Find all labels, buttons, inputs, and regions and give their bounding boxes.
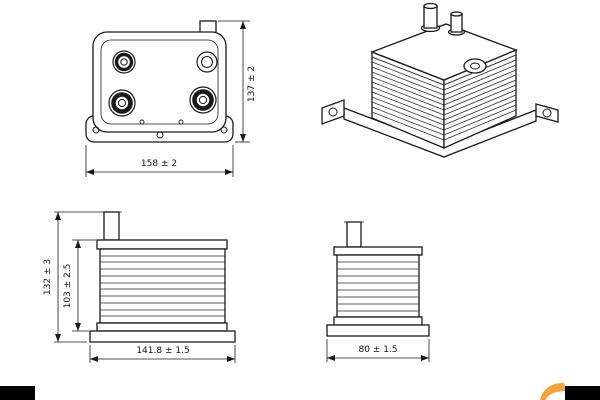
front-port-top-left xyxy=(112,50,136,74)
front-port-bottom-left xyxy=(108,89,136,117)
side-top-plate xyxy=(96,239,228,250)
front-port-bottom-right xyxy=(189,86,217,114)
side-base-flange xyxy=(89,330,236,343)
end-core xyxy=(336,254,420,318)
side-overall-height-label: 132 ± 3 xyxy=(43,259,53,295)
side-width-dim-label: 141.8 ± 1.5 xyxy=(136,346,189,356)
end-top-plate xyxy=(333,246,423,256)
side-core xyxy=(99,248,226,324)
watermark-corner xyxy=(0,382,600,400)
front-body-outline xyxy=(92,31,227,133)
iso-threaded-boss xyxy=(463,58,487,74)
brand-swoosh-icon xyxy=(540,382,566,400)
iso-mounting-ear-left xyxy=(321,99,345,125)
end-bottom-plate xyxy=(333,316,423,326)
side-bottom-plate xyxy=(96,322,228,332)
front-port-top-right xyxy=(196,51,218,73)
end-core-fins xyxy=(337,261,419,312)
end-pipe-stub xyxy=(346,221,362,248)
side-overall-height-dimension: 132 ± 3 xyxy=(43,211,101,343)
side-view: 132 ± 3 103 ± 2.5 141.8 ± 1.5 xyxy=(43,211,236,363)
front-inner-contour xyxy=(100,39,219,125)
end-view: 80 ± 1.5 xyxy=(326,221,430,362)
watermark-bar-right xyxy=(565,386,600,400)
side-core-height-label: 103 ± 2.5 xyxy=(63,264,73,309)
iso-fins-left xyxy=(371,56,445,141)
side-pipe-stub xyxy=(103,211,120,241)
front-height-dimension: 137 ± 2 xyxy=(218,20,257,143)
iso-mounting-ear-right xyxy=(535,103,559,123)
end-width-dim-label: 80 ± 1.5 xyxy=(358,345,397,355)
front-width-dim-label: 158 ± 2 xyxy=(141,159,177,169)
side-core-height-dimension: 103 ± 2.5 xyxy=(63,239,96,332)
watermark-bar-left xyxy=(0,386,35,400)
iso-fins-right xyxy=(443,54,517,141)
isometric-view xyxy=(321,2,559,158)
end-width-dimension: 80 ± 1.5 xyxy=(326,339,430,362)
iso-outlet-fitting xyxy=(447,11,466,36)
front-height-dim-label: 137 ± 2 xyxy=(247,66,257,102)
iso-inlet-pipe xyxy=(420,2,441,33)
front-view: 137 ± 2 158 ± 2 xyxy=(85,20,257,177)
front-flange-holes xyxy=(92,119,228,139)
iso-stack-top-face xyxy=(370,23,518,81)
end-base-flange xyxy=(326,324,430,337)
front-width-dimension: 158 ± 2 xyxy=(85,145,234,177)
side-width-dimension: 141.8 ± 1.5 xyxy=(89,345,236,363)
side-core-fins xyxy=(100,255,225,317)
